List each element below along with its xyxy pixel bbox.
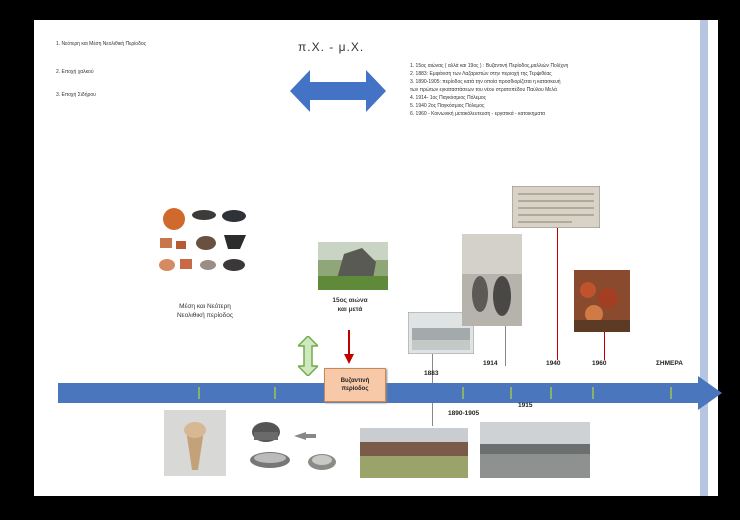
year-label-1940: 1940 (546, 360, 561, 367)
year-label-1915: 1915 (518, 402, 533, 409)
photo-1883 (408, 312, 474, 354)
bronze-age-tool-image (164, 410, 226, 476)
timeline-arrow (58, 376, 722, 410)
photo-1914 (462, 234, 522, 326)
red-arrow-icon (344, 330, 354, 364)
era-label: π.Χ. - μ.Χ. (298, 40, 365, 54)
camp-photo (480, 422, 590, 478)
connector-line (505, 326, 506, 366)
events-list-item: 1. 15ος αιώνας ( αλλά και 19ος ) : Βυζαν… (410, 63, 569, 69)
period-list-item-3: 3. Εποχή Σιδήρου (56, 92, 96, 98)
events-list: 1. 15ος αιώνας ( αλλά και 19ος ) : Βυζαν… (410, 62, 568, 118)
iron-age-objects-image (250, 422, 336, 470)
slide-right-edge (700, 20, 708, 496)
barracks-photo (360, 428, 468, 478)
year-label-1960: 1960 (592, 360, 607, 367)
green-arrow-icon (298, 336, 318, 376)
events-list-item: 2. 1883: Εμφάνιση των Λαζαριστών στην πε… (410, 71, 552, 77)
connector-line (604, 332, 605, 360)
neolithic-pottery-image (159, 208, 246, 271)
neolithic-caption: Μέση και Νεότερη Νεολιθική περίοδος (176, 303, 233, 319)
year-label-1883: 1883 (424, 370, 439, 377)
events-list-item: 4. 1914- 1ος Παγκόσμιος Πόλεμος (410, 95, 487, 101)
connector-line (557, 228, 558, 360)
photo-1960-painting (574, 270, 630, 332)
events-list-item: των πρώτων εγκαταστάσεων του νέου στρατο… (410, 87, 557, 93)
year-label-today: ΣΗΜΕΡΑ (656, 360, 683, 367)
year-label-1890-1905: 1890-1905 (448, 410, 480, 417)
period-list-item-2: 2. Εποχή χαλκού (56, 69, 94, 75)
period-list-item-1: 1. Νεότερη και Μέση Νεολιθική Περίοδος (56, 41, 147, 47)
century-caption: 15ος αιώνα και μετά (332, 297, 368, 313)
byzantine-ruins-image (318, 242, 388, 290)
double-arrow-icon (290, 70, 386, 112)
year-label-1914: 1914 (483, 360, 498, 367)
events-list-item: 5. 1940 2ος Παγκόσμιος Πόλεμος (410, 103, 485, 109)
byzantine-period-label: Βυζαντινή περίοδος (340, 378, 370, 392)
photo-1940-document (512, 186, 600, 228)
events-list-item: 3. 1890-1905: περίοδος κατά την οποία πρ… (410, 79, 561, 85)
events-list-item: 6. 1960 - Κοινωνική μετακόλευτευση - εργ… (410, 111, 546, 117)
byzantine-period-box: Βυζαντινή περίοδος (324, 368, 386, 402)
